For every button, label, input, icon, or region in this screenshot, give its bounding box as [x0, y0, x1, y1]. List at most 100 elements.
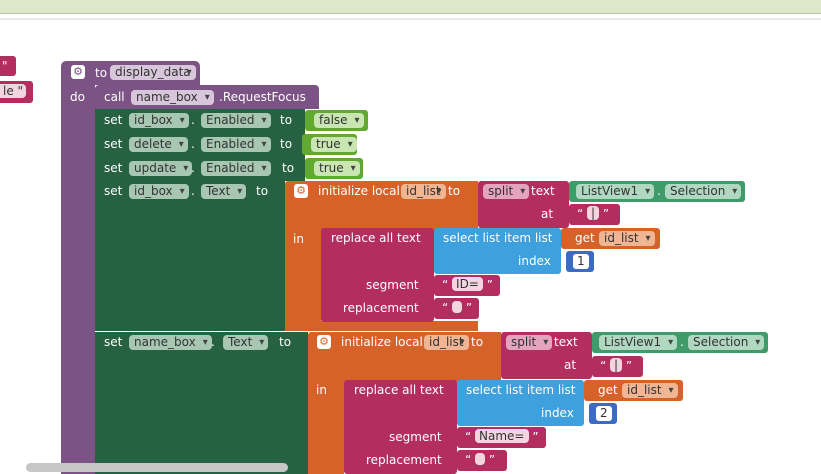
call-component-dropdown[interactable]: name_box — [131, 90, 214, 105]
segment-label: segment — [366, 278, 419, 292]
set-component-dropdown[interactable]: update — [129, 161, 193, 176]
get-variable-block[interactable]: get id_list — [584, 380, 683, 401]
split-at-label: at — [564, 358, 577, 372]
replacement-string: “ ” — [442, 301, 473, 315]
set-update-enabled-block[interactable]: set update . Enabled to — [95, 157, 305, 181]
index-label: index — [518, 254, 551, 268]
replacement-string-block[interactable]: “ ” — [457, 450, 507, 471]
select-list-item-block[interactable]: select list item list index — [434, 228, 561, 274]
boolean-dropdown[interactable]: false — [314, 113, 364, 128]
replace-all-text-block[interactable]: replace all text segment replacement — [344, 380, 457, 474]
in-label: in — [316, 383, 327, 397]
set-component-dropdown[interactable]: id_box — [129, 113, 189, 128]
partial-text-block-2[interactable]: le " — [0, 81, 33, 103]
horizontal-scrollbar[interactable] — [26, 463, 288, 472]
replacement-string-block[interactable]: “ ” — [434, 298, 479, 319]
at-string-block[interactable]: “ | ” — [569, 204, 620, 225]
call-method-label: .RequestFocus — [219, 90, 306, 104]
split-text-label: text — [531, 184, 555, 198]
split-dropdown[interactable]: split — [506, 335, 553, 350]
workspace-divider — [0, 18, 821, 20]
split-dropdown[interactable]: split — [483, 184, 530, 199]
index-number-field[interactable]: 2 — [596, 406, 612, 421]
set-component-dropdown[interactable]: delete — [129, 137, 188, 152]
init-to-label: to — [448, 184, 461, 198]
set-property-dropdown[interactable]: Enabled — [201, 161, 271, 176]
false-block[interactable]: false — [305, 110, 368, 131]
get-var-dropdown[interactable]: id_list — [622, 383, 678, 398]
replace-all-text-label: replace all text — [354, 383, 444, 397]
set-id-box-enabled-block[interactable]: set id_box . Enabled to — [95, 109, 305, 133]
initialize-local-body: in — [285, 230, 321, 331]
split-at-label: at — [541, 207, 554, 221]
get-variable-block[interactable]: get id_list — [561, 228, 660, 249]
initialize-local-block[interactable]: ⚙ initialize local id_list to — [285, 181, 478, 231]
listview-selection-block[interactable]: ListView1 . Selection — [592, 332, 768, 353]
initialize-local-footer — [285, 321, 478, 331]
split-text-label: text — [554, 335, 578, 349]
true-block[interactable]: true — [302, 134, 357, 155]
set-to-label: to — [256, 184, 269, 198]
index-label: index — [541, 406, 574, 420]
set-to-label: to — [279, 335, 292, 349]
workspace-top-bar — [0, 0, 821, 14]
get-var-dropdown[interactable]: id_list — [599, 231, 655, 246]
call-request-focus-block[interactable]: call name_box .RequestFocus — [95, 85, 319, 109]
set-component-dropdown[interactable]: name_box — [129, 335, 212, 350]
at-string: “ | ” — [600, 358, 633, 373]
replacement-string: “ ” — [465, 453, 496, 467]
initialize-local-label: initialize local — [318, 184, 400, 198]
index-number-field[interactable]: 1 — [573, 254, 589, 269]
init-to-label: to — [471, 335, 484, 349]
partial-text-block[interactable]: " — [0, 56, 16, 76]
select-list-item-label: select list item list — [466, 383, 576, 397]
set-label: set — [104, 113, 123, 127]
get-label: get — [575, 231, 595, 245]
listview-selection-block[interactable]: ListView1 . Selection — [569, 181, 745, 202]
at-string: “ | ” — [577, 206, 610, 221]
segment-string-block[interactable]: “ ID= ” — [434, 275, 500, 296]
at-string-block[interactable]: “ | ” — [592, 356, 643, 377]
set-component-dropdown[interactable]: id_box — [129, 184, 189, 199]
selection-dropdown[interactable]: Selection — [688, 335, 765, 350]
select-list-item-label: select list item list — [443, 231, 553, 245]
procedure-body-bar — [61, 84, 95, 474]
in-label: in — [293, 232, 304, 246]
boolean-dropdown[interactable]: true — [314, 161, 360, 176]
select-list-item-block[interactable]: select list item list index — [457, 380, 584, 426]
call-label: call — [104, 90, 125, 104]
partial-text-label-2: le " — [0, 84, 27, 100]
index-number-block[interactable]: 2 — [589, 403, 617, 424]
gear-icon[interactable]: ⚙ — [317, 335, 331, 349]
true-block[interactable]: true — [305, 158, 363, 179]
local-var-name-field[interactable]: id_list — [424, 335, 469, 350]
set-label: set — [104, 335, 123, 349]
initialize-local-block[interactable]: ⚙ initialize local id_list to — [308, 332, 501, 382]
set-name-box-text-block[interactable]: set name_box . Text to — [95, 332, 308, 474]
split-block[interactable]: split text at — [478, 181, 569, 228]
gear-icon[interactable]: ⚙ — [71, 65, 85, 79]
boolean-dropdown[interactable]: true — [311, 137, 357, 152]
listview-dropdown[interactable]: ListView1 — [576, 184, 655, 199]
set-label: set — [104, 137, 123, 151]
gear-icon[interactable]: ⚙ — [294, 184, 308, 198]
set-property-dropdown[interactable]: Enabled — [201, 113, 271, 128]
set-id-box-text-block[interactable]: set id_box . Text to — [95, 181, 285, 331]
set-to-label: to — [280, 113, 293, 127]
set-delete-enabled-block[interactable]: set delete . Enabled to — [95, 133, 305, 157]
procedure-name-field[interactable]: display_data — [110, 65, 196, 80]
local-var-name-field[interactable]: id_list — [401, 184, 446, 199]
replace-all-text-label: replace all text — [331, 231, 421, 245]
listview-dropdown[interactable]: ListView1 — [599, 335, 678, 350]
split-block[interactable]: split text at — [501, 332, 592, 379]
segment-string: “ ID= ” — [442, 277, 493, 292]
segment-string-block[interactable]: “ Name= ” — [457, 427, 546, 448]
set-property-dropdown[interactable]: Text — [201, 184, 247, 199]
replace-all-text-block[interactable]: replace all text segment replacement — [321, 228, 434, 322]
set-label: set — [104, 161, 123, 175]
set-property-dropdown[interactable]: Enabled — [201, 137, 271, 152]
selection-dropdown[interactable]: Selection — [665, 184, 742, 199]
set-property-dropdown[interactable]: Text — [223, 335, 269, 350]
partial-text-label: " — [2, 59, 8, 73]
index-number-block[interactable]: 1 — [566, 251, 594, 272]
